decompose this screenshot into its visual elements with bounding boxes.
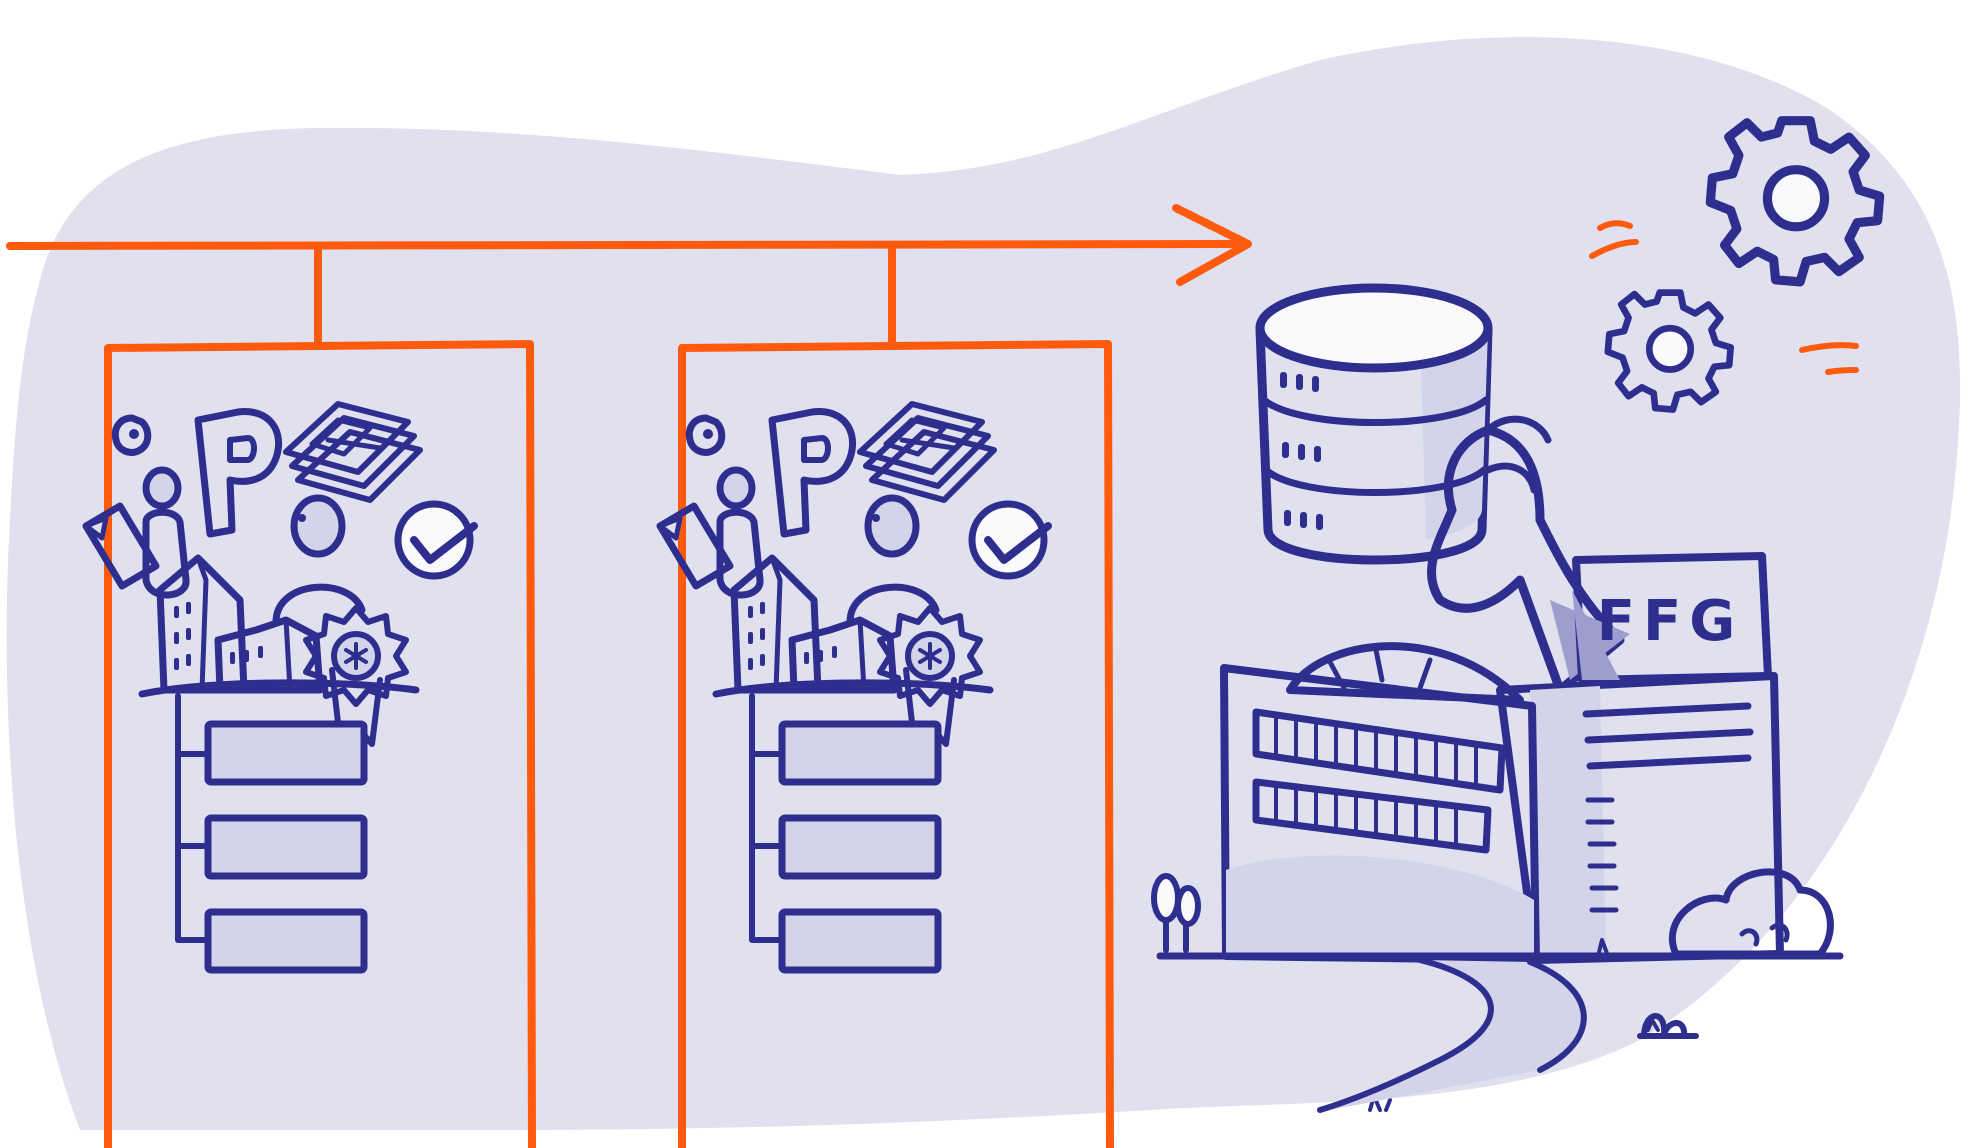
panel-2 [660,340,1114,1148]
small-plant-icon [1637,1013,1699,1039]
timeline-arrow-icon [6,204,1252,348]
building-sign-text: FFG [1597,589,1743,654]
motion-marks [1589,220,1859,375]
database-icon [1255,283,1493,565]
panel-1 [86,340,536,1148]
tree-icon [1151,873,1201,953]
path-icon [1317,957,1587,1113]
bush-icon [1668,868,1834,958]
